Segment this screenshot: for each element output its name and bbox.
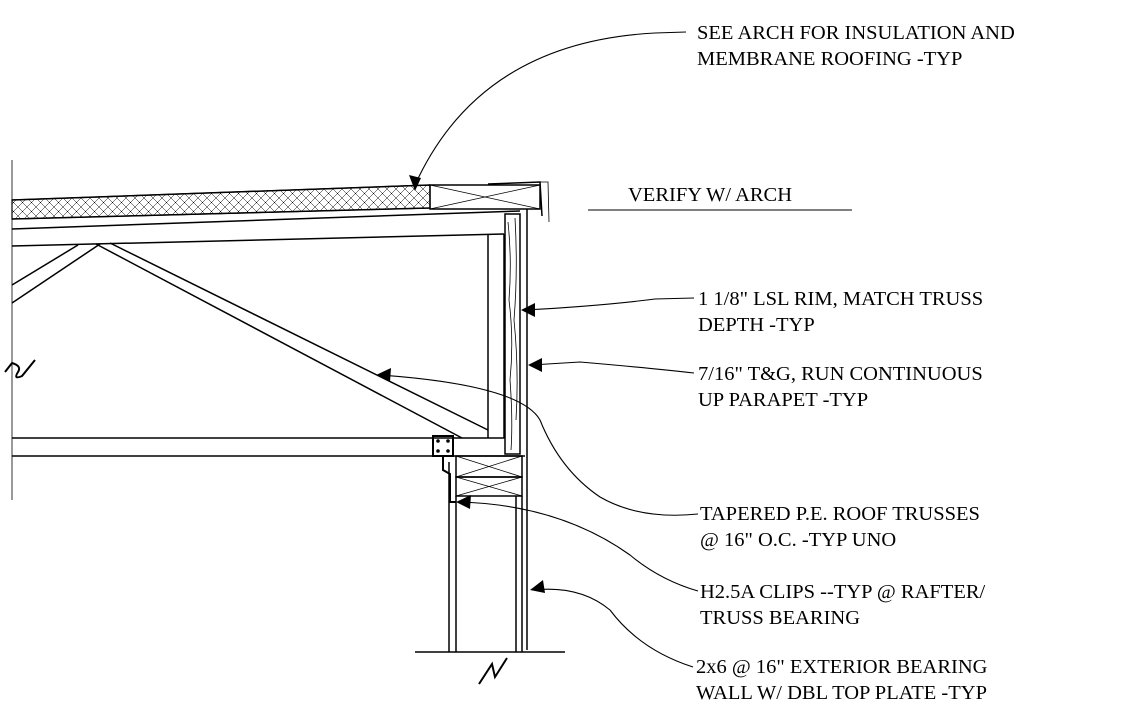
leader-sheathing: [528, 358, 695, 374]
leader-trusses: [376, 368, 699, 516]
note-wall: 2x6 @ 16" EXTERIOR BEARING WALL W/ DBL T…: [696, 654, 987, 706]
leader-clips: [456, 495, 699, 592]
note-clips: H2.5A CLIPS --TYP @ RAFTER/ TRUSS BEARIN…: [700, 579, 985, 631]
note-sheathing-line-1: 7/16" T&G, RUN CONTINUOUS: [698, 363, 983, 385]
lsl-rim-board: [504, 213, 521, 455]
note-clips-line-1: H2.5A CLIPS --TYP @ RAFTER/: [700, 581, 986, 603]
note-trusses: TAPERED P.E. ROOF TRUSSES @ 16" O.C. -TY…: [700, 501, 980, 553]
note-rim-line-1: 1 1/8" LSL RIM, MATCH TRUSS: [698, 288, 984, 310]
truss-top-chord: [11, 210, 521, 247]
note-insulation: SEE ARCH FOR INSULATION AND MEMBRANE ROO…: [697, 20, 1015, 72]
note-trusses-line-1: TAPERED P.E. ROOF TRUSSES: [700, 503, 980, 525]
note-rim: 1 1/8" LSL RIM, MATCH TRUSS DEPTH -TYP: [698, 286, 983, 338]
truss-diagonal-webs: [11, 242, 489, 439]
truss-end-web: [487, 234, 505, 438]
note-insulation-line-1: SEE ARCH FOR INSULATION AND: [697, 22, 1015, 44]
note-rim-line-2: DEPTH -TYP: [698, 314, 815, 336]
leader-rim: [521, 297, 695, 317]
bottom-break-symbol: [478, 657, 508, 685]
h25a-clip: [432, 435, 456, 503]
double-top-plate: [455, 455, 523, 497]
roof-insulation-layer: [11, 184, 431, 220]
roof-edge-blocking: [429, 184, 541, 210]
left-break-symbol: [4, 359, 36, 379]
note-sheathing: 7/16" T&G, RUN CONTINUOUS UP PARAPET -TY…: [698, 361, 983, 413]
note-sheathing-line-2: UP PARAPET -TYP: [698, 389, 869, 411]
note-trusses-line-2: @ 16" O.C. -TYP UNO: [700, 529, 897, 551]
leader-wall: [530, 580, 694, 668]
note-clips-line-2: TRUSS BEARING: [700, 607, 861, 629]
parapet-flashing: [487, 181, 550, 223]
note-insulation-line-2: MEMBRANE ROOFING -TYP: [697, 48, 963, 70]
note-wall-line-1: 2x6 @ 16" EXTERIOR BEARING: [696, 656, 988, 678]
leader-insulation: [409, 31, 687, 191]
note-wall-line-2: WALL W/ DBL TOP PLATE -TYP: [696, 682, 987, 704]
wall-studs: [448, 462, 523, 652]
note-verify: VERIFY W/ ARCH: [628, 184, 793, 206]
